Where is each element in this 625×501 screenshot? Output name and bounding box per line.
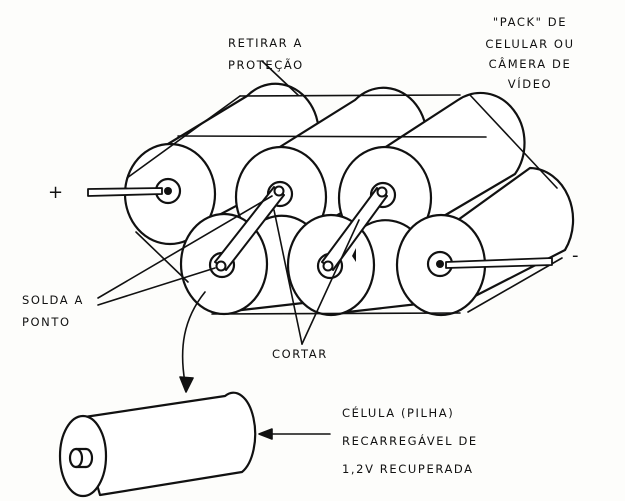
terminal-leads [87,187,553,269]
positive-symbol: + [48,182,64,203]
negative-symbol: - [572,245,579,266]
protective-wrap [126,94,563,315]
pack-line-1: "PACK" DE [492,15,568,29]
recovered-cell-label: CÉLULA (PILHA) RECARREGÁVEL DE 1,2V RECU… [342,405,478,477]
recovered-cell-line-2: RECARREGÁVEL DE [342,434,478,448]
remove-protection-line-2: PROTEÇÃO [228,58,304,72]
remove-protection-line-1: RETIRAR A [228,36,303,50]
recovered-cell-line-1: CÉLULA (PILHA) [342,406,455,420]
cut-label: CORTAR [272,347,328,361]
recovered-cell-cap [58,414,108,498]
spot-weld-label: SOLDA A PONTO [22,292,84,330]
recovered-cell-body [76,391,257,497]
remove-protection-label: RETIRAR A PROTEÇÃO [228,35,304,73]
curved-arrow [181,291,206,389]
spot-weld-line-1: SOLDA A [22,293,85,307]
pack-line-2: CELULAR OU [485,37,575,51]
pointer-lines [97,60,360,440]
recovered-cell-line-3: 1,2V RECUPERADA [342,462,474,476]
pack-line-4: VÍDEO [507,77,553,91]
pack-line-3: CÂMERA DE [488,57,572,71]
pack-label: "PACK" DE CELULAR OU CÂMERA DE VÍDEO [462,14,598,92]
spot-weld-line-2: PONTO [22,315,71,329]
recovered-cell [58,391,257,498]
negative-lead [445,257,553,269]
recovered-cell-terminal [68,447,84,469]
positive-lead [87,187,163,197]
